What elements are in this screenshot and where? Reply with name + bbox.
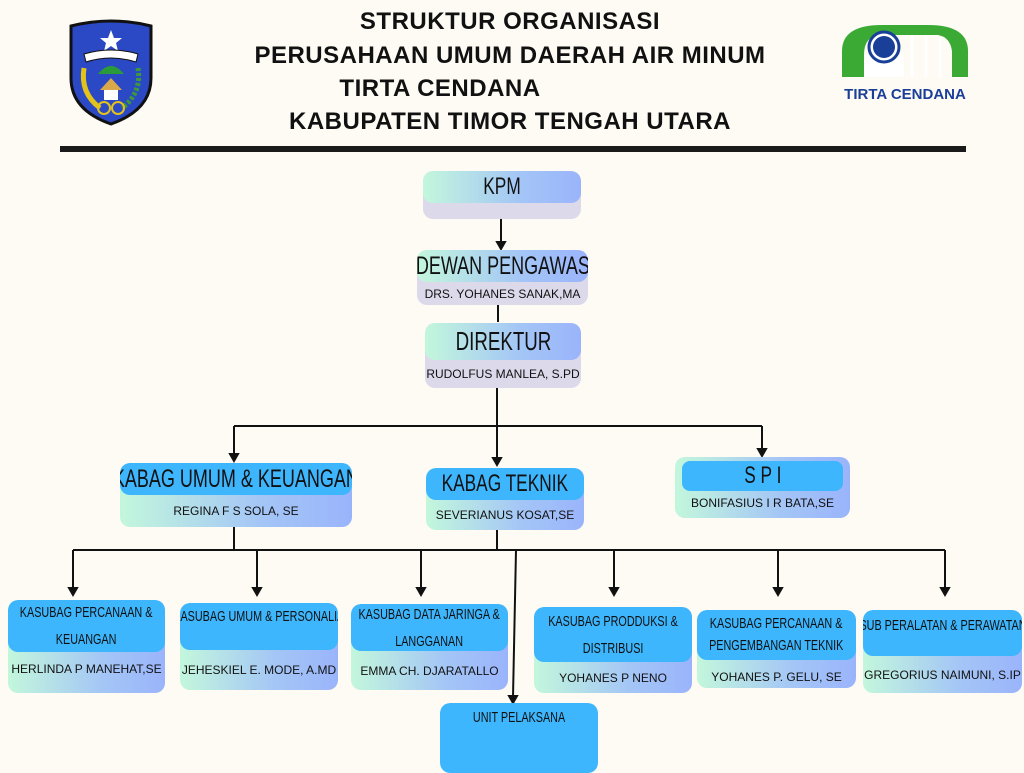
unit-pelaksana-node[interactable]: UNIT PELAKSANA [440, 703, 598, 773]
kabag-umum-name: REGINA F S SOLA, SE [173, 504, 299, 518]
sub-title: KASUBAG UMUM & PERSONALIA [180, 608, 338, 625]
sub-name: GREGORIUS NAIMUNI, S.IP [864, 667, 1021, 682]
title-line-2: PERUSAHAAN UMUM DAERAH AIR MINUM [254, 42, 766, 69]
kabag-teknik-node[interactable]: KABAG TEKNIK SEVERIANUS KOSAT,SE [426, 468, 584, 530]
direktur-title: DIREKTUR [455, 326, 551, 356]
sub-name: YOHANES P. GELU, SE [711, 670, 842, 684]
kabag-teknik-title: KABAG TEKNIK [441, 470, 569, 497]
kasubag-node[interactable]: SUB PERALATAN & PERAWATAN GREGORIUS NAIM… [863, 610, 1022, 693]
title-line-4: KABUPATEN TIMOR TENGAH UTARA [289, 108, 731, 135]
sub-name: YOHANES P NENO [559, 670, 667, 685]
sub-title: SUB PERALATAN & PERAWATAN [863, 617, 1022, 634]
sub-title: KEUANGAN [56, 631, 117, 648]
dewan-title: DEWAN PENGAWAS [417, 251, 588, 280]
dewan-pengawas-node[interactable]: DEWAN PENGAWAS DRS. YOHANES SANAK,MA [417, 250, 588, 305]
dewan-name: DRS. YOHANES SANAK,MA [424, 286, 581, 301]
kasubag-node[interactable]: KASUBAG PERCANAAN & PENGEMBANGAN TEKNIK Y… [697, 610, 856, 688]
kabag-umum-node[interactable]: KABAG UMUM & KEUANGAN REGINA F S SOLA, S… [120, 463, 352, 527]
direktur-name: RUDOLFUS MANLEA, S.PD [426, 367, 580, 381]
sub-name: HERLINDA P MANEHAT,SE [11, 661, 162, 676]
kasubag-node[interactable]: KASUBAG UMUM & PERSONALIA JEHESKIEL E. M… [180, 603, 338, 690]
regency-coat-of-arms-logo [66, 18, 156, 131]
kabag-umum-title: KABAG UMUM & KEUANGAN [120, 464, 352, 493]
kasubag-node[interactable]: KASUBAG PERCANAAN & KEUANGAN HERLINDA P M… [8, 600, 165, 693]
direktur-node[interactable]: DIREKTUR RUDOLFUS MANLEA, S.PD [425, 323, 581, 388]
sub-title: DISTRIBUSI [582, 639, 644, 657]
tirta-cendana-logo: TIRTA CENDANA [842, 25, 968, 103]
header-divider [60, 146, 966, 152]
sub-name: EMMA CH. DJARATALLO [360, 663, 499, 678]
sub-title: KASUBAG PRODDUKSI & [548, 612, 678, 630]
logo-text: TIRTA CENDANA [844, 86, 966, 103]
spi-title: S P I [743, 462, 782, 489]
kabag-teknik-name: SEVERIANUS KOSAT,SE [435, 508, 575, 522]
title-line-3: TIRTA CENDANA [339, 75, 541, 102]
sub-title: PENGEMBANGAN TEKNIK [709, 637, 844, 654]
sub-title: KASUBAG DATA JARINGA & [358, 605, 501, 623]
spi-node[interactable]: S P I BONIFASIUS I R BATA,SE [675, 457, 850, 518]
sub-title: KASUBAG PERCANAAN & [20, 604, 153, 621]
sub-name: JEHESKIEL E. MODE, A.MD [181, 663, 337, 677]
sub-title: KASUBAG PERCANAAN & [710, 615, 843, 632]
kasubag-node[interactable]: KASUBAG PRODDUKSI & DISTRIBUSI YOHANES P … [534, 607, 692, 693]
kpm-title: KPM [483, 173, 521, 200]
sub-title: LANGGANAN [395, 632, 464, 650]
unit-title: UNIT PELAKSANA [472, 709, 566, 726]
spi-name: BONIFASIUS I R BATA,SE [691, 496, 834, 510]
title-line-1: STRUKTUR ORGANISASI [359, 8, 661, 35]
kpm-node[interactable]: KPM [423, 171, 581, 219]
kasubag-node[interactable]: KASUBAG DATA JARINGA & LANGGANAN EMMA CH.… [351, 604, 508, 690]
